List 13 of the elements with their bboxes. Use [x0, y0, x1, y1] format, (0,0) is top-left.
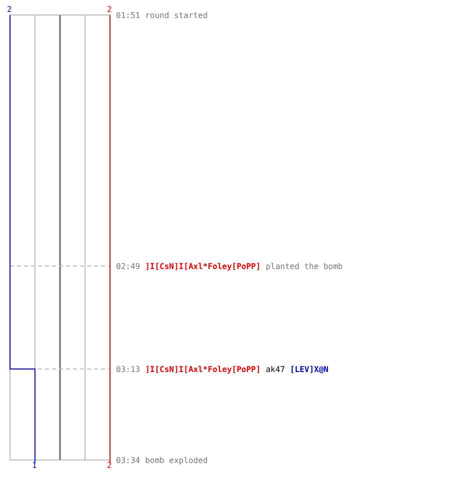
player-name: [LEV]X@N — [290, 365, 328, 374]
event-text: planted the bomb — [266, 262, 343, 271]
event-text: round started — [145, 11, 208, 20]
event-time: 02:49 — [116, 262, 140, 271]
event-text: bomb exploded — [145, 456, 208, 465]
event-time: 03:13 — [116, 365, 140, 374]
event-time: 03:34 — [116, 456, 140, 465]
team-count: 2 — [7, 5, 12, 14]
player-name: ]I[CsN]I[Axl*Foley[PoPP] — [145, 262, 261, 271]
event-time: 01:51 — [116, 11, 140, 20]
team-count: 2 — [107, 5, 112, 14]
weapon-name: ak47 — [266, 365, 285, 374]
player-name: ]I[CsN]I[Axl*Foley[PoPP] — [145, 365, 261, 374]
